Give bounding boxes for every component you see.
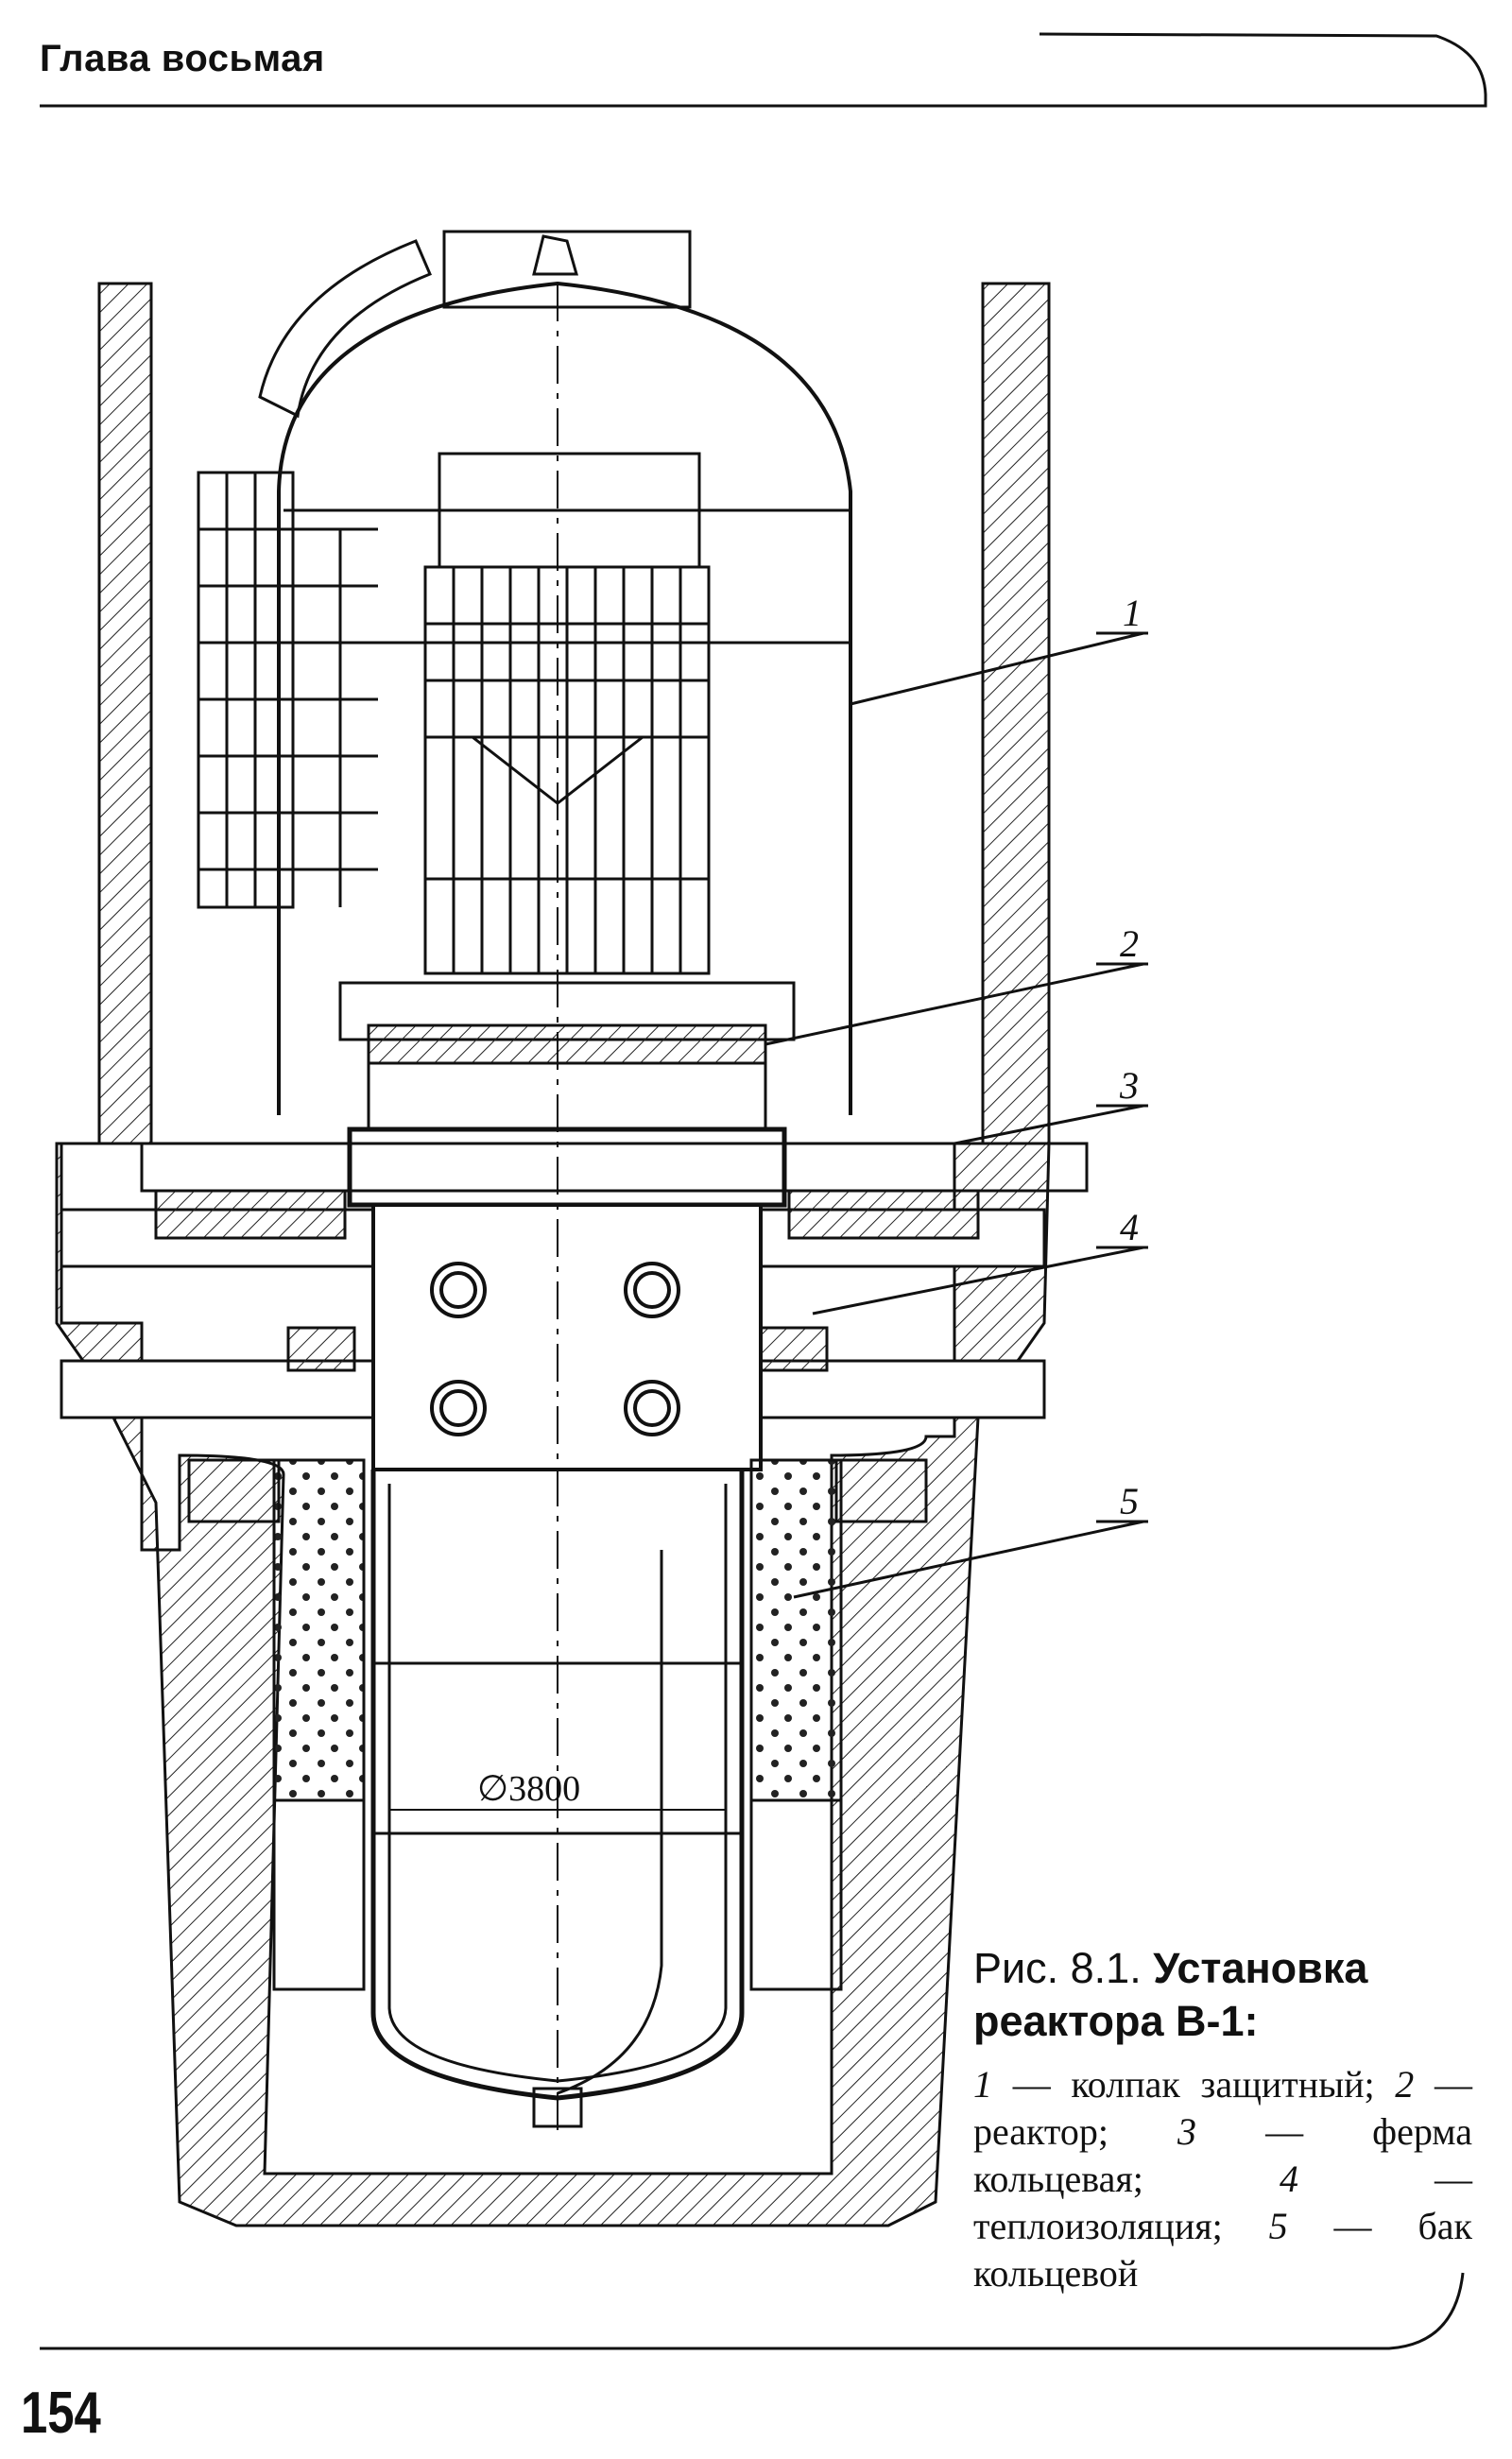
diameter-label: ∅3800 (477, 1769, 580, 1809)
drive-mechanisms (423, 452, 711, 975)
legend-item: 5 — бак кольцевой (973, 2205, 1472, 2295)
reactor-head (140, 981, 1089, 1240)
callout-2: 2 (1120, 922, 1139, 965)
callout-4: 4 (1120, 1206, 1139, 1248)
caption-heading: Установка реактора В-1: (973, 1944, 1368, 2045)
header-rule (40, 32, 1487, 108)
caption-label: Рис. 8.1. (973, 1944, 1142, 1992)
legend-item: 1 — колпак защитный; (973, 2063, 1375, 2106)
caption-legend: 1 — колпак защитный; 2 — реактор; 3 — фе… (973, 2061, 1472, 2297)
reactor-vessel (370, 284, 763, 2136)
legend-item: 4 — теплоизоляция; (973, 2158, 1472, 2247)
legend-item: 3 — ферма кольцевая; (973, 2110, 1473, 2200)
service-scaffold (197, 471, 850, 909)
callout-5: 5 (1120, 1480, 1139, 1522)
footer-rule (40, 2272, 1465, 2350)
page-number: 154 (21, 2381, 101, 2446)
diameter-dimension: ∅3800 (389, 1769, 726, 1811)
callouts (765, 631, 1148, 1599)
ring-tank (187, 1326, 928, 1991)
callout-3: 3 (1119, 1064, 1139, 1107)
legend-item: 2 — реактор; (973, 2063, 1472, 2153)
callout-1: 1 (1123, 592, 1142, 634)
figure-caption: Рис. 8.1. Установка реактора В-1: 1 — ко… (973, 1942, 1472, 2297)
caption-title: Рис. 8.1. Установка реактора В-1: (973, 1942, 1472, 2048)
chapter-title: Глава восьмая (40, 38, 325, 79)
